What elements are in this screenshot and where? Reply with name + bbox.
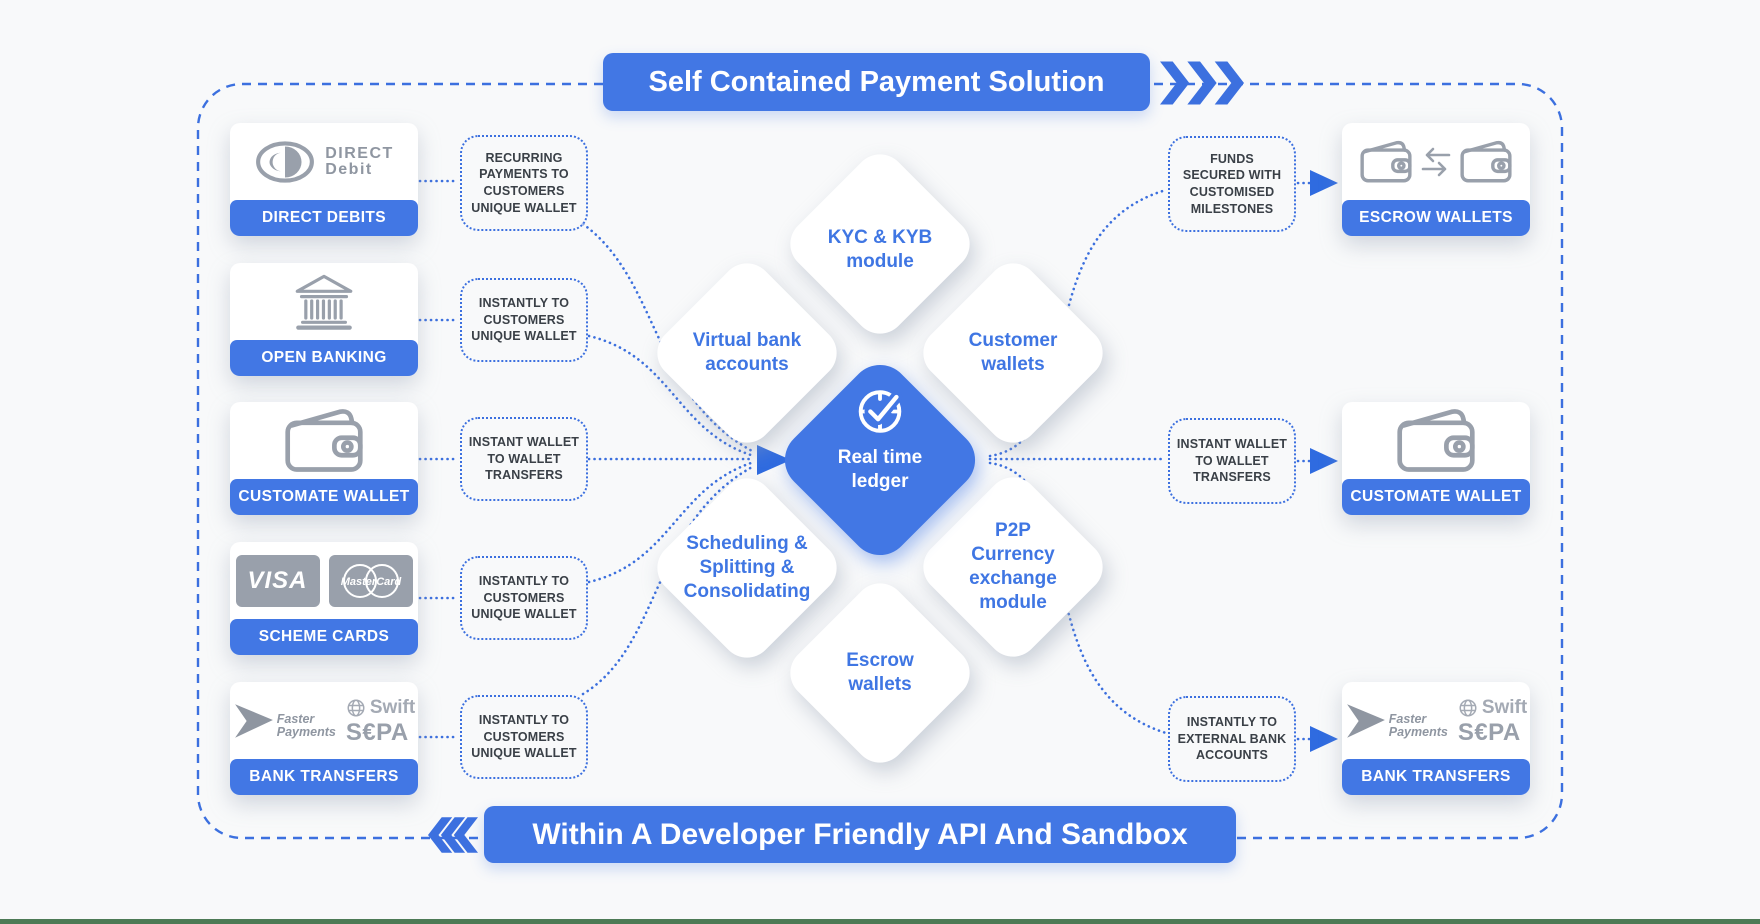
faster-payments-logo: Faster Payments [233, 702, 336, 740]
card-scheme-cards: VISA MasterCard SCHEME CARDS [230, 542, 418, 655]
note-instantly-customers-3: INSTANTLY TO CUSTOMERS UNIQUE WALLET [460, 695, 588, 779]
arrowhead-wallet [1310, 448, 1338, 474]
card-escrow-wallets: ESCROW WALLETS [1342, 123, 1530, 236]
exchange-arrows-icon [1421, 147, 1451, 176]
card-label: CUSTOMATE WALLET [1342, 479, 1530, 515]
module-label-p2p-currency: P2P Currency exchange module [969, 520, 1057, 613]
note-recurring-payments: RECURRING PAYMENTS TO CUSTOMERS UNIQUE W… [460, 135, 588, 231]
direct-debit-logo: DIRECT Debit [230, 123, 418, 200]
card-label: BANK TRANSFERS [1342, 759, 1530, 795]
forward-chevrons-icon [1160, 61, 1244, 110]
note-instant-wallet-left: INSTANT WALLET TO WALLET TRANSFERS [460, 417, 588, 501]
module-label-real-time-ledger: Real time ledger [837, 447, 923, 492]
card-label: CUSTOMATE WALLET [230, 479, 418, 515]
module-label-escrow-wallets: Escrow wallets [846, 650, 914, 695]
top-banner-label: Self Contained Payment Solution [648, 65, 1105, 98]
card-direct-debits: DIRECT Debit DIRECT DEBITS [230, 123, 418, 236]
note-instantly-customers-1: INSTANTLY TO CUSTOMERS UNIQUE WALLET [460, 278, 588, 362]
arrowhead-escrow [1310, 170, 1338, 196]
bottom-green-rule [0, 919, 1760, 924]
card-label: DIRECT DEBITS [230, 200, 418, 236]
arrowhead-bank [1310, 726, 1338, 752]
escrow-wallets-icon [1342, 123, 1530, 200]
sepa-logo: S€PA [1457, 718, 1521, 746]
card-label: SCHEME CARDS [230, 619, 418, 655]
bottom-flow-banner: Within A Developer Friendly API And Sand… [484, 806, 1236, 863]
note-instant-wallet-right: INSTANT WALLET TO WALLET TRANSFERS [1168, 418, 1296, 504]
card-label: ESCROW WALLETS [1342, 200, 1530, 236]
module-label-virtual-bank-accounts: Virtual bank accounts [692, 330, 802, 375]
card-bank-transfers-dest: Faster Payments Swift S€PA BANK TRANSFER… [1342, 682, 1530, 795]
clock-check-icon [851, 383, 909, 446]
swift-logo: Swift [346, 697, 415, 719]
card-label: OPEN BANKING [230, 340, 418, 376]
sepa-logo: S€PA [345, 718, 409, 746]
svg-text:MasterCard: MasterCard [340, 576, 401, 588]
card-customate-wallet-dest: CUSTOMATE WALLET [1342, 402, 1530, 515]
note-instantly-external-bank: INSTANTLY TO EXTERNAL BANK ACCOUNTS [1168, 696, 1296, 782]
wallet-icon [230, 402, 418, 479]
card-customate-wallet: CUSTOMATE WALLET [230, 402, 418, 515]
bank-icon [230, 263, 418, 340]
module-label-kyc-kyb: KYC & KYB module [827, 227, 933, 272]
module-label-scheduling-splitting: Scheduling & Splitting & Consolidating [683, 533, 811, 602]
mastercard-logo: MasterCard [328, 554, 413, 607]
faster-payments-logo: Faster Payments [1345, 702, 1448, 740]
back-chevrons-icon [428, 816, 478, 859]
direct-debit-wordmark-top: DIRECT [325, 145, 394, 163]
wallet-icon [1342, 402, 1530, 479]
module-label-customer-wallets: Customer wallets [968, 330, 1058, 375]
arrowhead-into-core [757, 445, 791, 475]
note-instantly-customers-2: INSTANTLY TO CUSTOMERS UNIQUE WALLET [460, 556, 588, 640]
direct-debit-wordmark-bottom: Debit [325, 160, 373, 178]
swift-logo: Swift [1458, 697, 1527, 719]
bottom-banner-label: Within A Developer Friendly API And Sand… [532, 817, 1188, 851]
note-funds-secured: FUNDS SECURED WITH CUSTOMISED MILESTONES [1168, 136, 1296, 232]
visa-logo: VISA [235, 554, 320, 607]
top-flow-banner: Self Contained Payment Solution [603, 53, 1150, 111]
card-bank-transfers: Faster Payments Swift S€PA BANK TRANSFER… [230, 682, 418, 795]
card-label: BANK TRANSFERS [230, 759, 418, 795]
card-open-banking: OPEN BANKING [230, 263, 418, 376]
